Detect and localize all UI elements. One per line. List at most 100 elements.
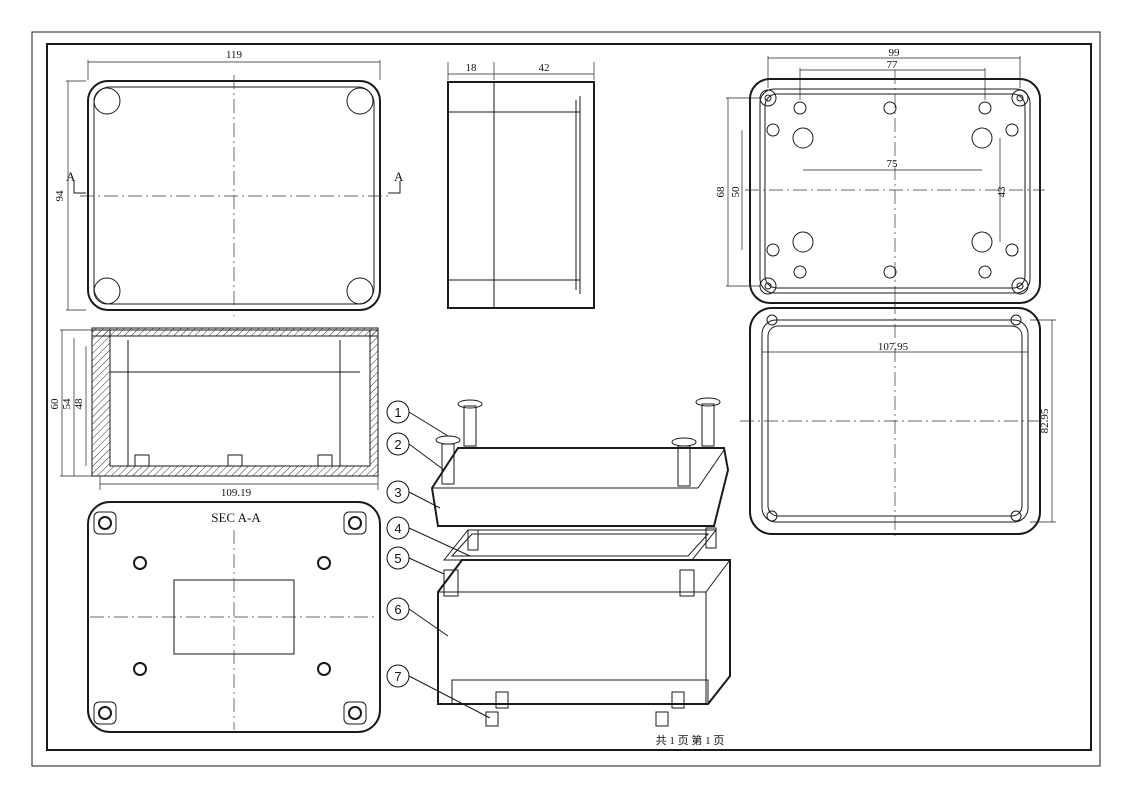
balloon-circle-1 [386, 400, 410, 424]
outer-frame [31, 31, 1101, 767]
balloon-label-2: 2 [394, 437, 401, 452]
section-dim-54: 54 [61, 398, 73, 410]
balloon-label-5: 5 [394, 551, 401, 566]
bottom-dim-77: 77 [887, 59, 899, 71]
inner-border [46, 43, 1092, 751]
balloon-circle-4 [386, 516, 410, 540]
side-view: 18 42 [447, 62, 595, 309]
corner-screw-tr [346, 87, 374, 115]
height-dimension: 94 [54, 190, 66, 202]
base-mount-br [343, 701, 367, 725]
cap-4 [671, 437, 697, 447]
section-boss-1 [134, 454, 150, 467]
boss-4 [766, 123, 780, 137]
bottom-dim-50: 50 [730, 186, 742, 198]
balloon-circle-3 [386, 480, 410, 504]
page-count-text: 共 1 页 第 1 页 [656, 733, 725, 747]
boss-8 [793, 265, 807, 279]
side-view-outline [447, 81, 595, 309]
balloon-label-6: 6 [394, 602, 401, 617]
section-view: 60 54 48 109.19 [49, 327, 379, 499]
section-dim-60: 60 [49, 398, 61, 410]
balloon-label-3: 3 [394, 485, 401, 500]
leader-7 [408, 675, 491, 719]
section-label-left: A [66, 169, 76, 184]
mount-hole-tl-center [764, 94, 772, 102]
bottom-dim-68: 68 [715, 186, 727, 198]
leader-4 [408, 527, 471, 557]
balloon-3: 3 [386, 480, 410, 504]
balloon-label-7: 7 [394, 669, 401, 684]
corner-screw-bl [93, 277, 121, 305]
leader-6 [408, 608, 449, 637]
section-dim-48: 48 [73, 398, 85, 410]
leader-2 [408, 443, 445, 471]
section-boss-2 [227, 454, 243, 467]
base-plate-view: SEC A-A [87, 501, 381, 733]
foot-3 [485, 711, 499, 727]
large-hole-1 [792, 127, 814, 149]
gasket-width: 107.95 [878, 341, 909, 353]
lid [430, 447, 730, 527]
base-mount-bl-hole [98, 706, 112, 720]
top-view: A A 119 94 [54, 49, 404, 316]
gasket-height: 82.95 [1039, 408, 1051, 433]
cap-2 [695, 397, 721, 407]
side-dim-right: 42 [539, 62, 550, 74]
base-mount-bl [93, 701, 117, 725]
foot-1 [495, 691, 509, 709]
base-hole-1 [133, 556, 147, 570]
bottom-dim-75: 75 [887, 158, 899, 170]
foot-2 [671, 691, 685, 709]
large-hole-2 [971, 127, 993, 149]
screw-2 [701, 403, 715, 447]
gasket-view: 107.95 82.95 [740, 300, 1056, 540]
body-flange [451, 679, 709, 705]
lid-side-edge [697, 449, 725, 489]
base-mount-tl [93, 511, 117, 535]
boss-10 [978, 265, 992, 279]
screw-1 [463, 405, 477, 447]
balloon-label-1: 1 [394, 405, 401, 420]
boss-2 [883, 101, 897, 115]
section-boss-3 [317, 454, 333, 467]
base-hole-3 [133, 662, 147, 676]
cap-3 [435, 435, 461, 445]
gasket-hole-bl [766, 510, 778, 522]
boss-3 [978, 101, 992, 115]
base-mount-tl-hole [98, 516, 112, 530]
cap-1 [457, 399, 483, 409]
exploded-view: 1 2 3 4 5 6 7 [386, 397, 731, 727]
leader-5 [408, 557, 445, 575]
boss-1 [793, 101, 807, 115]
large-hole-4 [971, 231, 993, 253]
large-hole-3 [792, 231, 814, 253]
balloon-label-4: 4 [394, 521, 401, 536]
bottom-dim-99: 99 [889, 47, 901, 59]
width-dimension: 119 [226, 49, 243, 61]
section-mark-left [73, 181, 86, 194]
balloon-circle-2 [386, 432, 410, 456]
boss-6 [766, 243, 780, 257]
section-label-right: A [394, 169, 404, 184]
balloon-circle-5 [386, 546, 410, 570]
insert-2 [705, 527, 717, 549]
balloon-5: 5 [386, 546, 410, 570]
corner-screw-tl [93, 87, 121, 115]
foot-4 [655, 711, 669, 727]
mount-hole-tr [1011, 89, 1029, 107]
mount-hole-br [1011, 277, 1029, 295]
gasket-inner [450, 533, 710, 557]
body-insert-2 [679, 569, 695, 597]
balloon-circle-7 [386, 664, 410, 688]
balloon-4: 4 [386, 516, 410, 540]
balloon-1: 1 [386, 400, 410, 424]
boss-9 [883, 265, 897, 279]
section-title: SEC A-A [211, 510, 261, 525]
balloon-7: 7 [386, 664, 410, 688]
section-mark-right [388, 181, 401, 194]
body-insert-1 [443, 569, 459, 597]
screw-3 [441, 443, 455, 485]
base-mount-br-hole [348, 706, 362, 720]
